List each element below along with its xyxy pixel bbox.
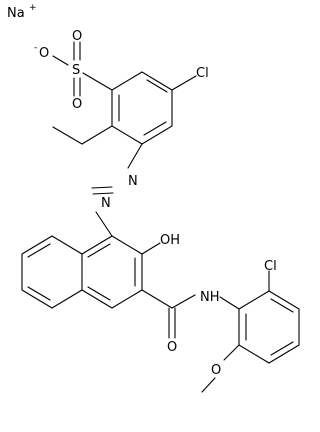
bond xyxy=(111,235,143,255)
upper-benzene-ring xyxy=(111,71,173,145)
bond xyxy=(238,290,270,310)
bond xyxy=(81,125,113,145)
hydroxyl-label: OH xyxy=(160,233,180,248)
bond xyxy=(127,143,143,169)
bond xyxy=(51,289,83,309)
bond-double-inner xyxy=(270,298,294,313)
bond xyxy=(81,235,113,255)
amide-group xyxy=(141,289,240,339)
bond xyxy=(201,377,216,393)
bond xyxy=(111,125,143,145)
sulfur-label: S xyxy=(72,63,80,78)
bond-n-aryl xyxy=(219,296,240,310)
ethyl-group xyxy=(52,125,113,145)
bond-double-inner xyxy=(143,121,167,136)
azo-n2-label: N xyxy=(101,196,111,211)
sulfonate-o-bottom-label: O xyxy=(72,97,82,112)
sodium-charge: + xyxy=(29,3,37,13)
sodium-label: Na xyxy=(7,6,25,21)
methoxy-group xyxy=(201,344,240,393)
bond-c-n xyxy=(171,294,196,309)
bond xyxy=(81,289,113,309)
bond xyxy=(268,290,300,310)
lower-benzene-ring xyxy=(238,290,300,364)
bond-double-inner xyxy=(270,341,294,356)
bond xyxy=(21,289,53,309)
bond xyxy=(141,71,173,91)
bond-n-n xyxy=(91,186,113,189)
bond xyxy=(51,235,83,255)
bond xyxy=(95,211,113,237)
bond-double-inner xyxy=(87,243,111,258)
amide-nh-label: NH xyxy=(200,290,220,305)
bond xyxy=(52,126,83,145)
bond-n-n-double xyxy=(92,192,114,195)
bond-double-inner xyxy=(27,243,51,258)
bond-s-o-minus xyxy=(52,55,69,66)
bond xyxy=(82,72,113,91)
sulfonate-o-minus-label: O xyxy=(39,46,49,61)
bond-double-inner xyxy=(146,79,168,93)
bond xyxy=(223,344,240,361)
bond xyxy=(141,125,173,145)
bond xyxy=(238,344,270,364)
naphthalene-left-ring xyxy=(21,235,83,309)
bond xyxy=(268,344,300,364)
azo-n1-label: N xyxy=(128,174,138,189)
chloro-aryl-label: Cl xyxy=(264,259,277,274)
amide-o-label: O xyxy=(167,340,177,355)
atom-labels: Na + - O S O O Cl N N OH NH O Cl O xyxy=(7,3,277,378)
bond xyxy=(111,289,143,309)
bond-double-inner xyxy=(87,286,111,301)
bond-c-oh xyxy=(141,242,161,255)
bond xyxy=(111,71,143,91)
sulfonate-group xyxy=(52,41,113,97)
chloro-top-label: Cl xyxy=(196,66,209,81)
bond-c-cl-top xyxy=(171,75,197,91)
sulfonate-o-minus-charge: - xyxy=(34,43,37,53)
methoxy-o-label: O xyxy=(211,363,221,378)
azo-linkage xyxy=(91,143,143,237)
bond xyxy=(141,289,173,309)
naphthalene-right-ring xyxy=(81,235,143,309)
bond xyxy=(21,235,53,255)
sulfonate-o-top-label: O xyxy=(72,29,82,44)
bond-double-inner xyxy=(27,286,51,301)
